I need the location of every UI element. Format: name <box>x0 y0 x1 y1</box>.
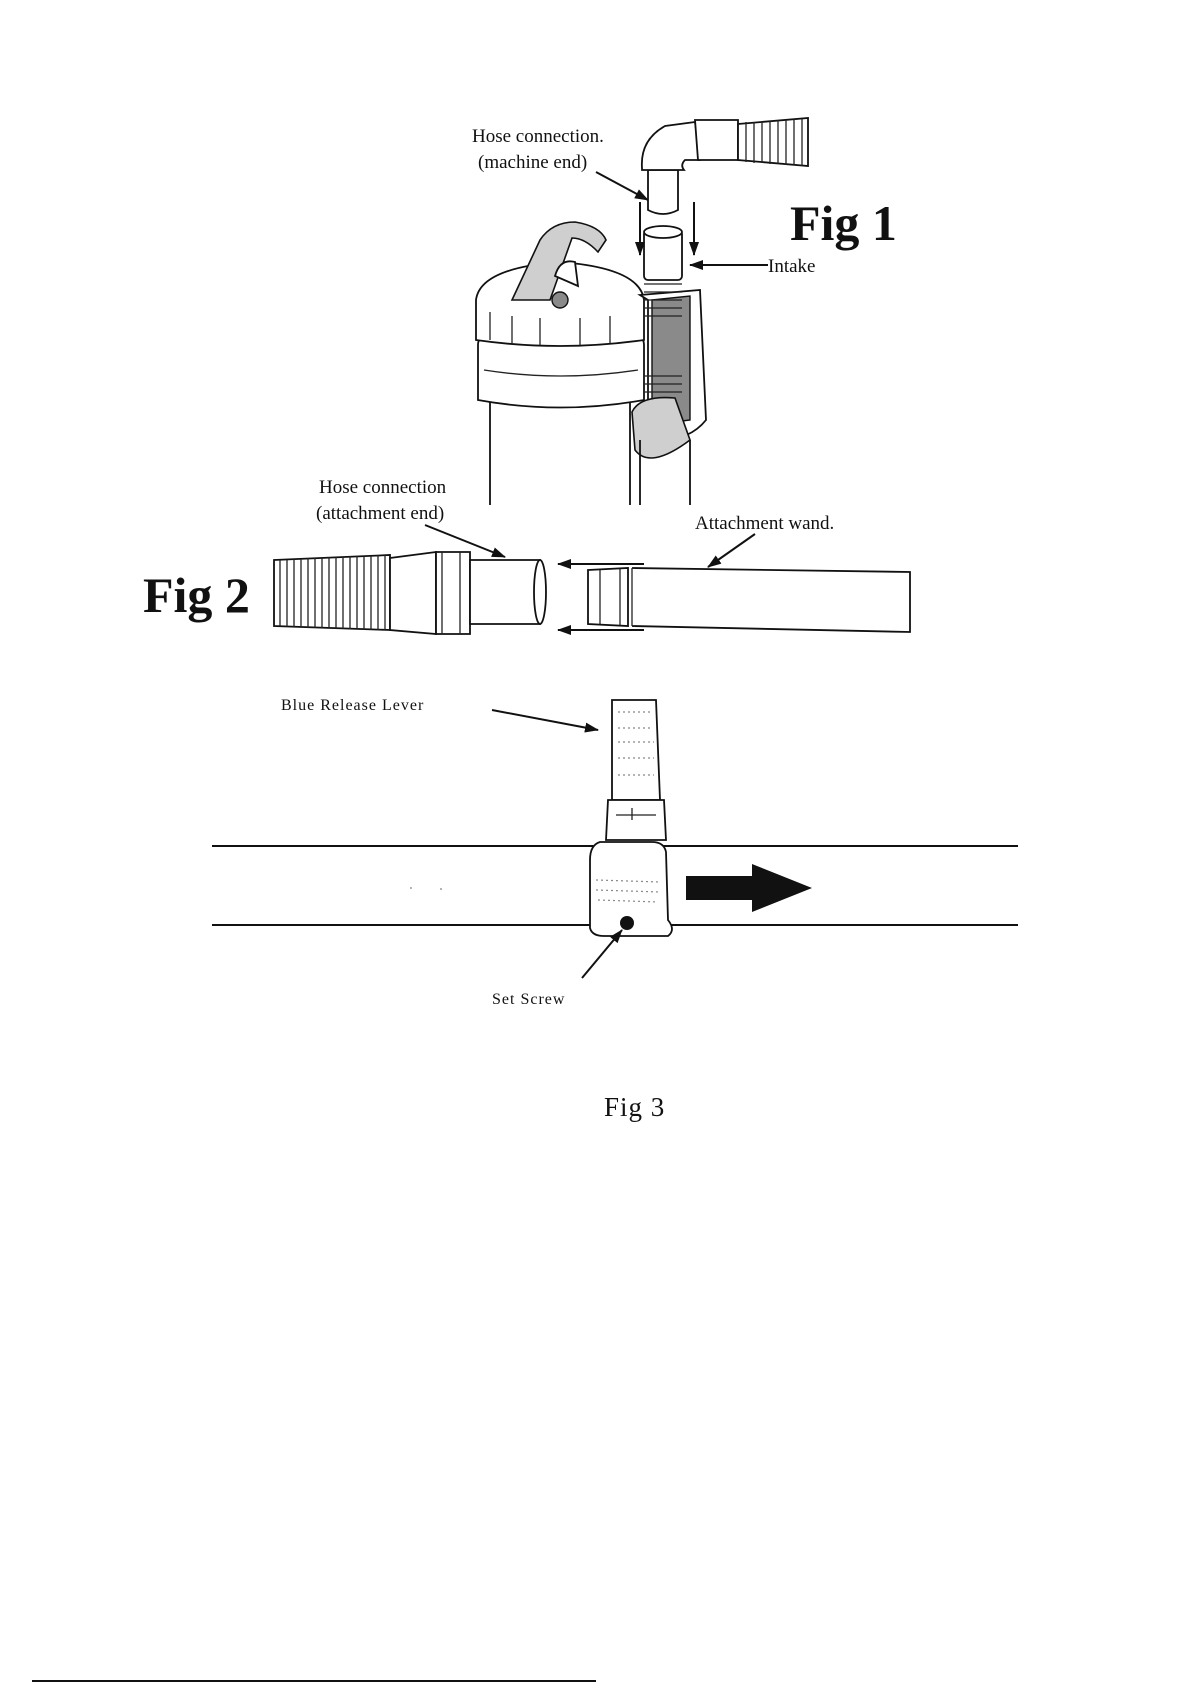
label-hose-machine-line1: Hose connection. <box>472 126 604 147</box>
leader-wand <box>708 534 755 567</box>
hose-elbow-machine-end <box>642 118 808 214</box>
hose-attachment-end <box>274 552 546 634</box>
release-lever-collar <box>590 700 672 936</box>
figure-3: Blue Release Lever Set Screw Fig 3 <box>212 697 1018 1122</box>
figure-2: Hose connection (attachment end) Attachm… <box>143 477 910 634</box>
leader-release-lever <box>492 710 598 730</box>
label-hose-attachment-line2: (attachment end) <box>316 503 444 524</box>
label-set-screw: Set Screw <box>492 991 565 1008</box>
label-release-lever: Blue Release Lever <box>281 697 424 714</box>
label-intake: Intake <box>768 256 815 277</box>
figure-2-title: Fig 2 <box>143 567 250 623</box>
leader-hose-machine <box>596 172 648 200</box>
label-hose-attachment-line1: Hose connection <box>319 477 447 498</box>
vacuum-unit-drawing <box>476 222 706 505</box>
label-hose-machine-line2: (machine end) <box>478 152 587 173</box>
direction-arrow-icon <box>686 864 812 912</box>
figure-1-title: Fig 1 <box>790 195 897 251</box>
label-wand: Attachment wand. <box>695 513 834 534</box>
leader-set-screw <box>582 930 622 978</box>
figure-3-title: Fig 3 <box>604 1092 665 1122</box>
attachment-wand-drawing <box>588 568 910 632</box>
figure-1: Hose connection. (machine end) Intake Fi… <box>472 118 897 505</box>
set-screw <box>620 916 634 930</box>
